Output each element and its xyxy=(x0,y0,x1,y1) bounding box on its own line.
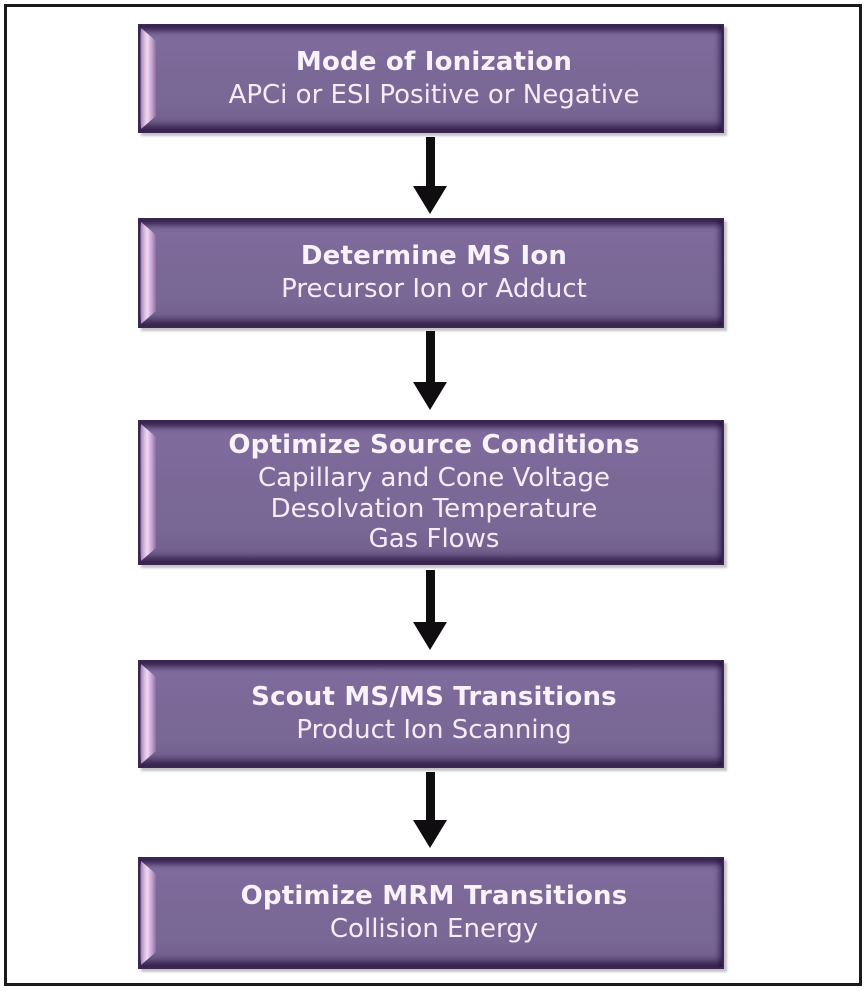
arrow-shaft xyxy=(425,772,435,820)
step-title: Scout MS/MS Transitions xyxy=(251,682,617,713)
step-subtitle: APCi or ESI Positive or Negative xyxy=(228,79,640,110)
flow-step-scout-msms-transitions: Scout MS/MS Transitions Product Ion Scan… xyxy=(138,660,724,768)
step-subtitle: Capillary and Cone Voltage Desolvation T… xyxy=(257,463,611,555)
step-title: Optimize Source Conditions xyxy=(228,430,640,461)
down-arrow-icon xyxy=(413,331,447,410)
step-title: Mode of Ionization xyxy=(295,46,573,77)
step-title: Optimize MRM Transitions xyxy=(240,881,628,912)
arrow-head xyxy=(413,820,447,848)
flow-step-optimize-mrm-transitions: Optimize MRM Transitions Collision Energ… xyxy=(138,857,724,969)
down-arrow-icon xyxy=(413,772,447,848)
arrow-head xyxy=(413,382,447,410)
flow-step-determine-ms-ion: Determine MS Ion Precursor Ion or Adduct xyxy=(138,218,724,328)
arrow-head xyxy=(413,186,447,214)
step-subtitle: Product Ion Scanning xyxy=(296,715,572,746)
arrow-shaft xyxy=(425,137,435,186)
flow-step-optimize-source-conditions: Optimize Source Conditions Capillary and… xyxy=(138,420,724,565)
arrow-shaft xyxy=(425,331,435,382)
down-arrow-icon xyxy=(413,570,447,650)
step-subtitle: Precursor Ion or Adduct xyxy=(281,274,587,305)
step-subtitle: Collision Energy xyxy=(329,914,539,945)
arrow-head xyxy=(413,622,447,650)
flow-step-mode-of-ionization: Mode of Ionization APCi or ESI Positive … xyxy=(138,24,724,133)
step-title: Determine MS Ion xyxy=(300,241,568,272)
arrow-shaft xyxy=(425,570,435,622)
down-arrow-icon xyxy=(413,137,447,214)
